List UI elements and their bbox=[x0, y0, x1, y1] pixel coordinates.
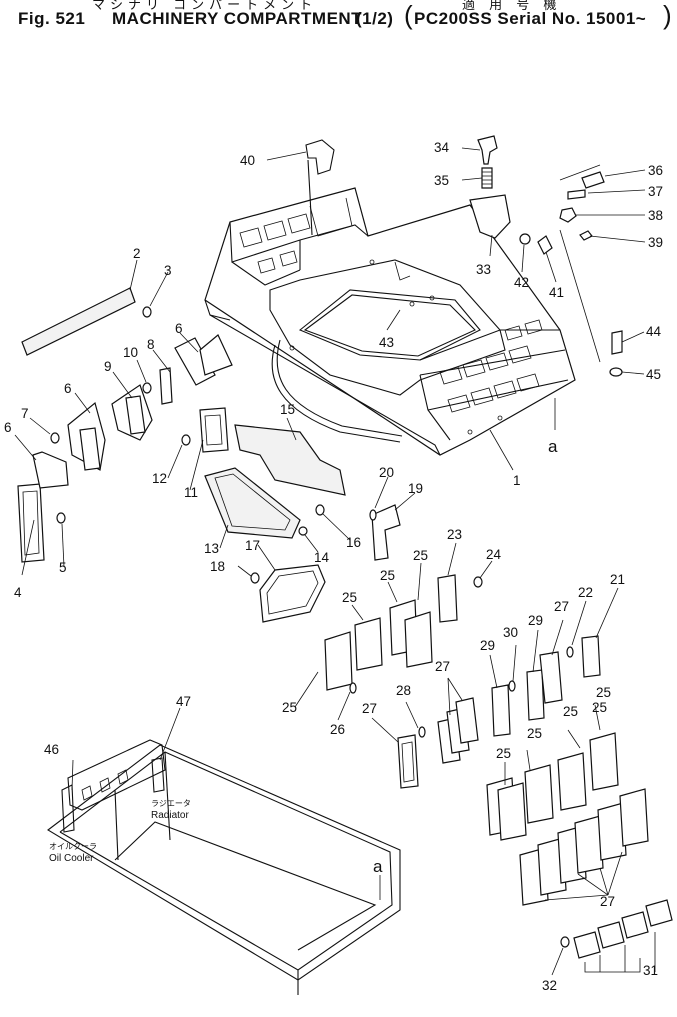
callout-25-h: 25 bbox=[496, 746, 511, 761]
callout-8: 8 bbox=[147, 337, 155, 352]
figure-number: Fig. 521 bbox=[18, 9, 86, 28]
callout-45: 45 bbox=[646, 367, 661, 382]
callout-2: 2 bbox=[133, 246, 141, 261]
callout-41: 41 bbox=[549, 285, 564, 300]
callout-25-e: 25 bbox=[596, 685, 611, 700]
callout-6-lower: 6 bbox=[4, 420, 12, 435]
callout-27-d: 27 bbox=[600, 894, 615, 909]
oil-cooler-label-jp: オイルクーラ bbox=[49, 842, 97, 851]
callout-15: 15 bbox=[280, 402, 295, 417]
callout-18: 18 bbox=[210, 559, 225, 574]
callout-25-b: 25 bbox=[342, 590, 357, 605]
callout-1: 1 bbox=[513, 473, 521, 488]
callout-13: 13 bbox=[204, 541, 219, 556]
callout-20: 20 bbox=[379, 465, 394, 480]
callout-23: 23 bbox=[447, 527, 462, 542]
callout-16: 16 bbox=[346, 535, 361, 550]
callout-36: 36 bbox=[648, 163, 663, 178]
callout-9: 9 bbox=[104, 359, 112, 374]
parts bbox=[17, 135, 673, 959]
compartment-housing bbox=[204, 187, 576, 456]
callout-17: 17 bbox=[245, 538, 260, 553]
callout-11: 11 bbox=[184, 485, 198, 500]
bracket-right: ) bbox=[663, 0, 673, 30]
callout-25-f: 25 bbox=[563, 704, 578, 719]
callout-27-b: 27 bbox=[435, 659, 450, 674]
radiator-base-frame bbox=[47, 739, 401, 995]
callout-27-c: 27 bbox=[362, 701, 377, 716]
radiator-label-jp: ラジエータ bbox=[151, 799, 191, 808]
applicable-japanese: 適 用 号 機 bbox=[462, 0, 562, 13]
callout-29-b: 29 bbox=[528, 613, 543, 628]
callout-19: 19 bbox=[408, 481, 423, 496]
callout-14: 14 bbox=[314, 550, 330, 565]
callout-42: 42 bbox=[514, 275, 529, 290]
callout-6-middle: 6 bbox=[64, 381, 72, 396]
callout-12: 12 bbox=[152, 471, 167, 486]
callout-25-c: 25 bbox=[380, 568, 395, 583]
diagram-notes: ラジエータ Radiator オイルクーラ Oil Cooler bbox=[49, 799, 191, 864]
callout-25-g: 25 bbox=[527, 726, 542, 741]
callout-28: 28 bbox=[396, 683, 411, 698]
title-japanese: マシナリ コンパートメント bbox=[92, 0, 318, 13]
callout-25-i: 25 bbox=[592, 700, 607, 715]
callout-24: 24 bbox=[486, 547, 502, 562]
callout-44: 44 bbox=[646, 324, 662, 339]
radiator-label: Radiator bbox=[151, 810, 189, 821]
applicability: PC200SS Serial No. 15001~ bbox=[414, 9, 647, 28]
leader-lines bbox=[14, 147, 656, 976]
callout-38: 38 bbox=[648, 208, 663, 223]
callout-27-a: 27 bbox=[554, 599, 569, 614]
callout-a-lower: a bbox=[373, 857, 383, 876]
callout-21: 21 bbox=[610, 572, 625, 587]
callout-10: 10 bbox=[123, 345, 138, 360]
callout-labels: 1 2 3 4 5 6 6 6 7 8 9 10 11 12 13 14 15 … bbox=[4, 140, 663, 993]
figure-title-fraction: (1/2) bbox=[356, 9, 394, 28]
callout-33: 33 bbox=[476, 262, 491, 277]
figure-header: マシナリ コンパートメント 適 用 号 機 Fig. 521 MACHINERY… bbox=[0, 0, 677, 44]
callout-4: 4 bbox=[14, 585, 22, 600]
callout-31: 31 bbox=[643, 963, 658, 978]
callout-43: 43 bbox=[379, 335, 394, 350]
callout-40: 40 bbox=[240, 153, 255, 168]
callout-29-a: 29 bbox=[480, 638, 495, 653]
bracket-left: ( bbox=[404, 0, 414, 30]
callout-a-upper: a bbox=[548, 437, 558, 456]
figure-title: MACHINERY COMPARTMENT bbox=[112, 9, 363, 28]
oil-cooler-label: Oil Cooler bbox=[49, 853, 94, 864]
callout-32: 32 bbox=[542, 978, 557, 993]
callout-39: 39 bbox=[648, 235, 663, 250]
callout-47: 47 bbox=[176, 694, 191, 709]
callout-6-upper: 6 bbox=[175, 321, 183, 336]
callout-3: 3 bbox=[164, 263, 172, 278]
callout-37: 37 bbox=[648, 184, 663, 199]
callout-26: 26 bbox=[330, 722, 345, 737]
callout-46: 46 bbox=[44, 742, 59, 757]
callout-7: 7 bbox=[21, 406, 29, 421]
callout-22: 22 bbox=[578, 585, 593, 600]
callout-35: 35 bbox=[434, 173, 449, 188]
callout-34: 34 bbox=[434, 140, 450, 155]
callout-25-d: 25 bbox=[413, 548, 428, 563]
callout-5: 5 bbox=[59, 560, 67, 575]
callout-30: 30 bbox=[503, 625, 518, 640]
callout-25-a: 25 bbox=[282, 700, 297, 715]
